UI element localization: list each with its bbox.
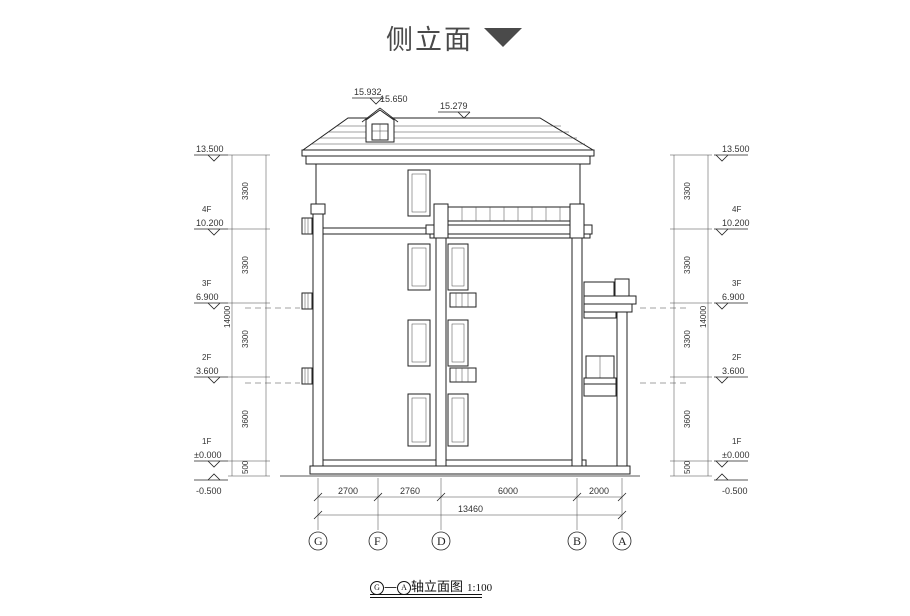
caption-separator: — bbox=[384, 580, 397, 595]
elevation-label: 10.200 bbox=[722, 218, 750, 228]
dimension-label: 3300 bbox=[241, 256, 250, 274]
elevation-label: 10.200 bbox=[196, 218, 224, 228]
level-lines bbox=[245, 307, 690, 384]
axis-marker: G bbox=[370, 581, 384, 595]
elevation-label: 13.500 bbox=[722, 144, 750, 154]
elevation-label: 15.932 bbox=[354, 87, 382, 97]
floor-label: 2F bbox=[202, 353, 211, 362]
annex bbox=[583, 281, 637, 397]
elevation-label: -0.500 bbox=[722, 486, 748, 496]
caption-scale: 1:100 bbox=[467, 582, 493, 594]
svg-text:G: G bbox=[314, 534, 323, 548]
dimension-label: 3300 bbox=[241, 182, 250, 200]
triangle-down-icon bbox=[484, 28, 522, 47]
axis-bubble: B bbox=[567, 531, 587, 551]
dimension-label: 3300 bbox=[683, 256, 692, 274]
elevation-label: 3.600 bbox=[196, 366, 219, 376]
floor-label: 4F bbox=[202, 205, 211, 214]
elevation-label: -0.500 bbox=[196, 486, 222, 496]
dimension-total: 14000 bbox=[699, 305, 708, 328]
elevation-label: 6.900 bbox=[722, 292, 745, 302]
window bbox=[447, 319, 469, 367]
svg-text:B: B bbox=[573, 534, 581, 548]
axis-bubble: A bbox=[612, 531, 632, 551]
right-elevation-marks: 13.500 4F 10.200 3F 6.900 2F 3.600 1F ±0… bbox=[714, 144, 750, 496]
caption-text: 轴立面图 bbox=[411, 580, 464, 595]
left-elevation-marks: 13.500 4F 10.200 3F 6.900 2F 3.600 1F ±0… bbox=[194, 144, 228, 496]
dimension-label: 500 bbox=[241, 460, 250, 474]
elevation-label: 15.279 bbox=[440, 101, 468, 111]
svg-text:F: F bbox=[374, 534, 381, 548]
elevation-label: ±0.000 bbox=[722, 450, 749, 460]
elevation-label: 15.650 bbox=[380, 94, 408, 104]
horizontal-dimensions: 2700 2760 6000 2000 13460 bbox=[313, 478, 627, 530]
floor-label: 1F bbox=[732, 437, 741, 446]
floor-label: 4F bbox=[732, 205, 741, 214]
ridge-elevations: 15.932 15.650 15.279 bbox=[352, 87, 471, 119]
page-title: 侧立面 bbox=[386, 25, 473, 56]
dimension-label: 3600 bbox=[683, 410, 692, 428]
floor-label: 3F bbox=[202, 279, 211, 288]
axis-bubbles: G F D B A bbox=[308, 531, 632, 551]
axis-marker: A bbox=[397, 581, 411, 595]
window bbox=[407, 393, 431, 447]
axis-bubble: D bbox=[431, 531, 451, 551]
left-vertical-dimensions: 3300 3300 3300 3600 500 14000 bbox=[223, 154, 270, 477]
axis-bubble: F bbox=[368, 531, 388, 551]
dimension-label: 2760 bbox=[400, 486, 420, 496]
columns bbox=[310, 203, 630, 467]
wall-vents bbox=[301, 217, 477, 385]
elevation-label: ±0.000 bbox=[194, 450, 221, 460]
floor-label: 1F bbox=[202, 437, 211, 446]
dimension-label: 2000 bbox=[589, 486, 609, 496]
elevation-label: 13.500 bbox=[196, 144, 224, 154]
window bbox=[407, 319, 431, 367]
axis-bubble: G bbox=[308, 531, 328, 551]
window bbox=[407, 243, 431, 291]
title-area: 侧立面 bbox=[0, 14, 910, 58]
svg-text:A: A bbox=[618, 534, 627, 548]
dimension-total: 14000 bbox=[223, 305, 232, 328]
dimension-total: 13460 bbox=[458, 504, 483, 514]
caption-underline bbox=[370, 594, 482, 598]
dimension-label: 500 bbox=[683, 460, 692, 474]
dimension-label: 3600 bbox=[241, 410, 250, 428]
dimension-label: 2700 bbox=[338, 486, 358, 496]
dimension-label: 3300 bbox=[683, 330, 692, 348]
floor-label: 3F bbox=[732, 279, 741, 288]
floor-label: 2F bbox=[732, 353, 741, 362]
window bbox=[447, 243, 469, 291]
window bbox=[447, 393, 469, 447]
right-vertical-dimensions: 3300 3300 3300 3600 500 14000 bbox=[670, 154, 712, 477]
dimension-label: 6000 bbox=[498, 486, 518, 496]
elevation-label: 6.900 bbox=[196, 292, 219, 302]
roof bbox=[301, 107, 595, 165]
elevation-label: 3.600 bbox=[722, 366, 745, 376]
dimension-label: 3300 bbox=[683, 182, 692, 200]
dimension-label: 3300 bbox=[241, 330, 250, 348]
windows bbox=[407, 169, 469, 447]
window bbox=[407, 169, 431, 217]
svg-text:D: D bbox=[437, 534, 446, 548]
